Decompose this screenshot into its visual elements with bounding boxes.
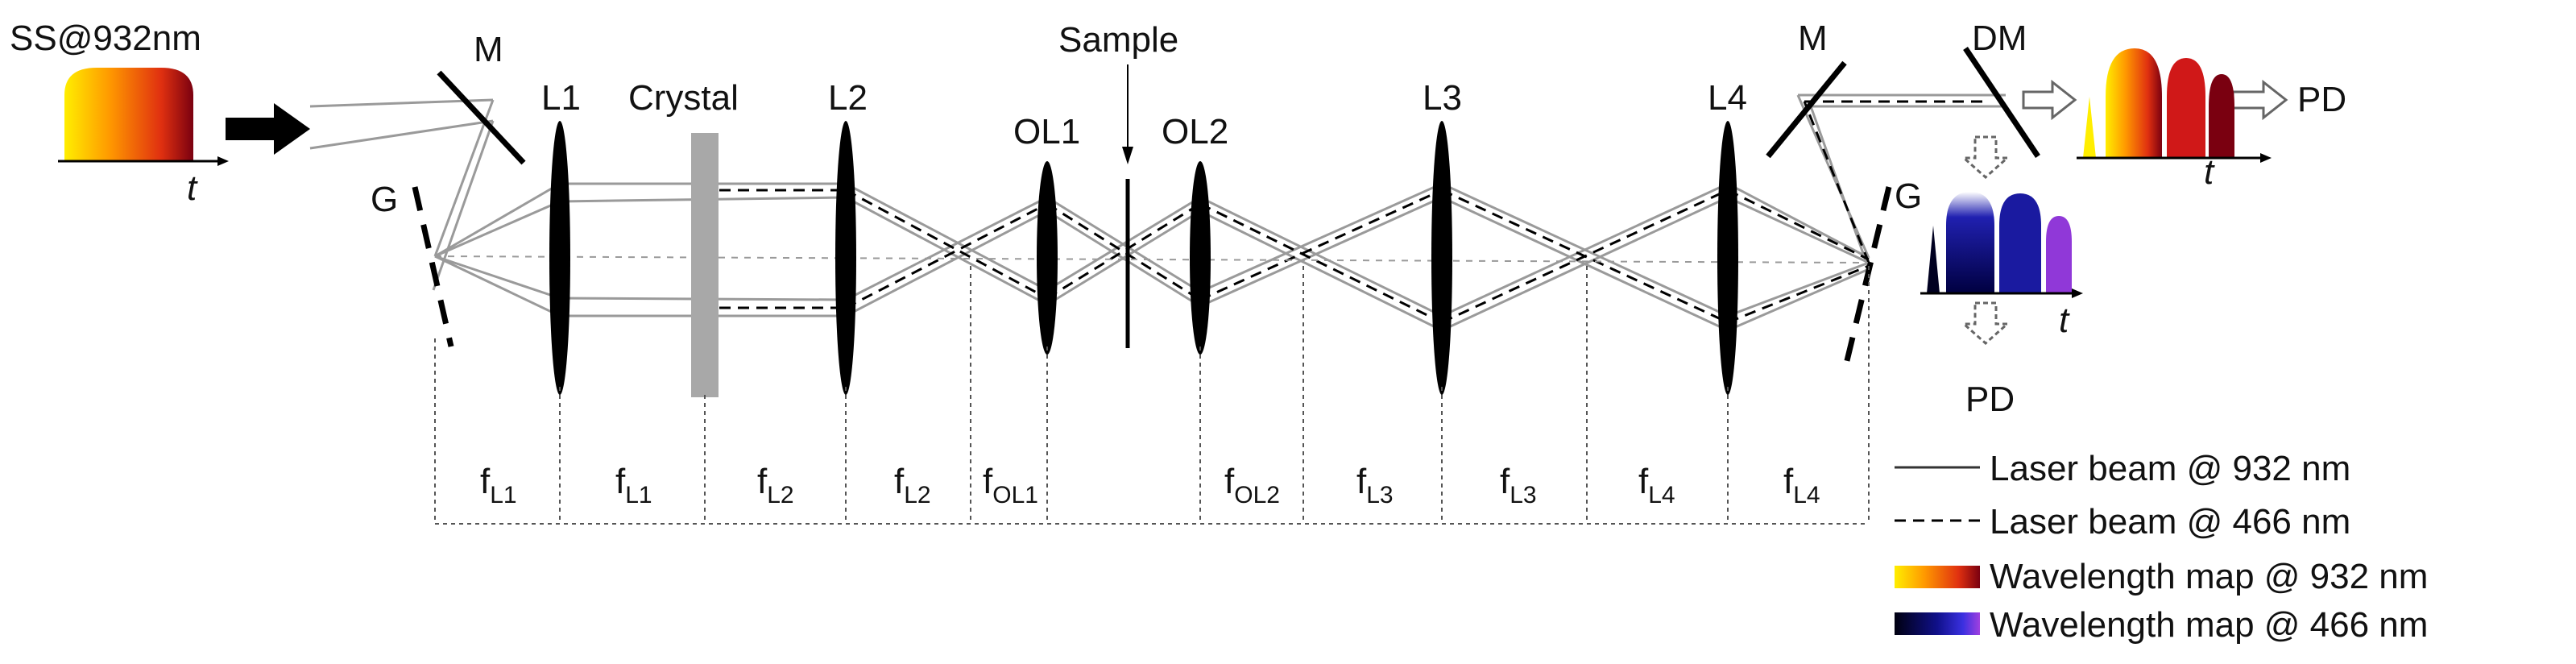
source-label: SS@932nm xyxy=(10,19,201,58)
beam-solid xyxy=(845,196,1048,306)
beam-solid xyxy=(1046,210,1201,306)
crystal-label: Crystal xyxy=(628,78,739,118)
beam-solid xyxy=(1046,196,1201,292)
beam-dashed xyxy=(845,189,1048,300)
beam-solid xyxy=(845,182,1048,292)
grating-left-label: G xyxy=(371,180,398,219)
beam-dashed xyxy=(1199,189,1443,301)
detector-label-right: PD xyxy=(2297,80,2346,119)
beam-solid xyxy=(1727,261,1870,317)
sample-pointer-icon xyxy=(1122,147,1133,164)
beam-dashed xyxy=(1727,189,1870,261)
input-pulse-shape xyxy=(64,68,193,161)
input-spectrum-plot: SS@932nm t xyxy=(10,19,229,208)
beam-solid xyxy=(1727,196,1870,264)
output-466-time-label: t xyxy=(2059,301,2070,340)
focal-label: fL1 xyxy=(615,462,652,508)
beam-dashed xyxy=(1046,202,1201,300)
grating-right-label: G xyxy=(1895,176,1922,216)
beam-solid xyxy=(1199,196,1443,317)
beam-dashed xyxy=(845,202,1048,309)
legend-swatch-map932 xyxy=(1895,566,1980,588)
arrow-right-icon xyxy=(2231,79,2288,121)
beam-dashed xyxy=(1727,264,1870,324)
input-axis-arrow xyxy=(217,156,229,166)
output-932-plot: t xyxy=(2077,48,2272,192)
input-arrow-icon xyxy=(226,103,310,155)
lens-l4-label: L4 xyxy=(1708,78,1747,118)
focal-label: fL1 xyxy=(480,462,517,508)
beam-dashed xyxy=(1803,101,1870,264)
focal-label: fOL1 xyxy=(983,462,1038,508)
focal-label: fL3 xyxy=(1500,462,1537,508)
beam-solid xyxy=(1199,196,1443,308)
legend: Laser beam @ 932 nm Laser beam @ 466 nm … xyxy=(1895,449,2428,645)
output-466-plot: t xyxy=(1920,192,2083,340)
focal-guides xyxy=(434,266,1870,525)
lens-ol2 xyxy=(1190,161,1211,355)
beam-dashed xyxy=(1046,202,1201,301)
legend-label: Wavelength map @ 932 nm xyxy=(1990,557,2428,596)
mirror-left xyxy=(437,70,526,165)
arrow-down-icon xyxy=(1961,135,2011,180)
legend-label: Wavelength map @ 466 nm xyxy=(1990,605,2428,645)
lens-ol1-label: OL1 xyxy=(1013,112,1080,151)
beam-dashed xyxy=(1199,202,1443,324)
focal-label: fOL2 xyxy=(1224,462,1280,508)
beam-solid xyxy=(845,210,1048,317)
beam-solid xyxy=(434,200,561,258)
focal-label: fL2 xyxy=(757,462,794,508)
lens-l2 xyxy=(835,121,856,395)
focal-length-labels: fL1 fL1 fL2 fL2 fOL1 fOL2 fL3 fL3 fL4 fL… xyxy=(480,462,1820,508)
dichroic-label: DM xyxy=(1972,19,2027,58)
legend-swatch-map466 xyxy=(1895,612,1980,635)
lens-l1-label: L1 xyxy=(541,78,581,118)
crystal xyxy=(691,133,719,397)
output-932-time-label: t xyxy=(2204,152,2215,192)
beam-paths-466 xyxy=(701,100,1990,324)
beam-dashed xyxy=(1441,189,1729,324)
beam-solid xyxy=(1727,268,1870,332)
mirror-left-label: M xyxy=(474,30,503,69)
beam-solid xyxy=(432,120,495,291)
beam-solid xyxy=(1441,196,1729,332)
beam-solid xyxy=(1441,182,1729,317)
beam-solid xyxy=(434,255,561,317)
lens-l3 xyxy=(1431,121,1452,395)
lens-l3-label: L3 xyxy=(1423,78,1462,118)
arrow-right-icon xyxy=(2022,79,2077,121)
beam-solid xyxy=(845,196,1048,301)
beam-solid xyxy=(434,182,561,258)
input-time-label: t xyxy=(187,168,198,208)
mirror-right xyxy=(1766,60,1847,159)
legend-label: Laser beam @ 932 nm xyxy=(1990,449,2350,488)
legend-label: Laser beam @ 466 nm xyxy=(1990,502,2350,542)
mirror-right-label: M xyxy=(1798,19,1828,58)
focal-label: fL2 xyxy=(894,462,931,508)
beam-solid xyxy=(1199,210,1443,332)
grating-right xyxy=(1841,186,1892,371)
beam-solid xyxy=(434,255,561,300)
dichroic-mirror xyxy=(1963,47,2040,158)
arrow-down-icon xyxy=(1961,301,2011,346)
beam-solid xyxy=(1199,182,1443,293)
sample-label: Sample xyxy=(1058,20,1178,60)
lens-l4 xyxy=(1717,121,1738,395)
lens-ol1 xyxy=(1037,161,1058,355)
grating-left xyxy=(412,186,454,347)
lens-l2-label: L2 xyxy=(828,78,868,118)
lens-ol2-label: OL2 xyxy=(1162,112,1228,151)
focal-label: fL4 xyxy=(1638,462,1675,508)
lens-l1 xyxy=(549,121,570,395)
beam-solid xyxy=(433,99,495,257)
focal-label: fL3 xyxy=(1356,462,1394,508)
focal-label: fL4 xyxy=(1783,462,1820,508)
detector-label-bottom: PD xyxy=(1965,380,2015,419)
beam-solid xyxy=(309,119,494,150)
beam-solid xyxy=(1727,182,1870,259)
